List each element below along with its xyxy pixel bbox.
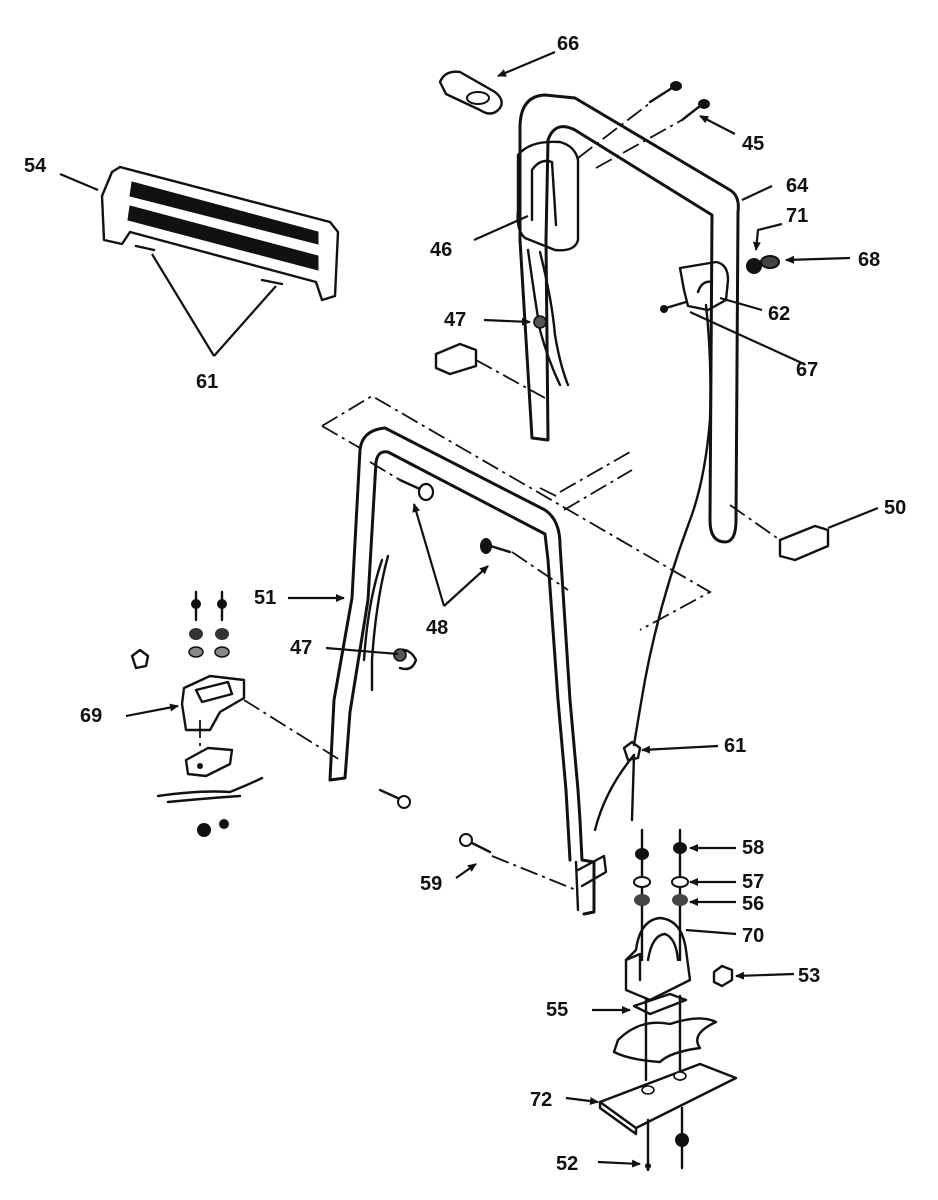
label-52: 52 (556, 1153, 578, 1175)
control-cable (593, 303, 712, 832)
part-number-labels: 66 45 54 64 71 68 46 62 47 67 61 50 51 4… (24, 33, 906, 1175)
label-70: 70 (742, 925, 764, 947)
label-48: 48 (426, 617, 448, 639)
assembly-outline (321, 394, 712, 631)
clamp-part-61 (622, 740, 642, 762)
bolts-part-52 (645, 1106, 689, 1172)
bracket-part-69 (130, 590, 341, 837)
label-53: 53 (798, 965, 820, 987)
cable-part-47-upper (526, 248, 570, 387)
washer-stack-parts-56-58 (633, 828, 689, 962)
label-50: 50 (884, 497, 906, 519)
base-plate-part-72 (598, 1062, 738, 1136)
bolt-lower-left (378, 788, 411, 809)
label-69: 69 (80, 705, 102, 727)
clip-part-66 (438, 70, 503, 115)
bolt-part-59 (459, 833, 577, 891)
label-61-lower: 61 (724, 735, 746, 757)
label-67: 67 (796, 359, 818, 381)
nut-part-53 (712, 964, 734, 988)
leader-lines (59, 50, 879, 1168)
label-64: 64 (786, 175, 809, 197)
label-56: 56 (742, 893, 764, 915)
label-47-upper: 47 (444, 309, 466, 331)
label-62: 62 (768, 303, 790, 325)
label-54: 54 (24, 155, 47, 177)
label-71: 71 (786, 205, 808, 227)
bolts-part-45 (577, 81, 710, 169)
lever-part-62 (678, 260, 730, 312)
lower-handle-part-51 (328, 426, 608, 916)
cable-part-47-lower (362, 554, 418, 692)
upper-handle-part-64 (518, 93, 740, 544)
label-55: 55 (546, 999, 568, 1021)
grip-part-46 (516, 140, 580, 252)
bolts-part-48 (369, 461, 569, 591)
nut-part-68 (746, 255, 780, 274)
label-47-lower: 47 (290, 637, 312, 659)
label-68: 68 (858, 249, 880, 271)
label-45: 45 (742, 133, 764, 155)
plate-part-55 (632, 992, 688, 1016)
label-72: 72 (530, 1089, 552, 1111)
grip-panel-part-54 (100, 165, 340, 302)
label-46: 46 (430, 239, 452, 261)
screw-part-67 (660, 300, 688, 313)
pivot-bracket-part-70 (624, 916, 692, 1002)
label-51: 51 (254, 587, 276, 609)
label-61-upper: 61 (196, 371, 218, 393)
label-58: 58 (742, 837, 764, 859)
deck-fragment (612, 994, 718, 1082)
label-66: 66 (557, 33, 579, 55)
knob-part-50 (729, 504, 830, 562)
label-57: 57 (742, 871, 764, 893)
knob-left-upper (434, 342, 546, 399)
label-59: 59 (420, 873, 442, 895)
